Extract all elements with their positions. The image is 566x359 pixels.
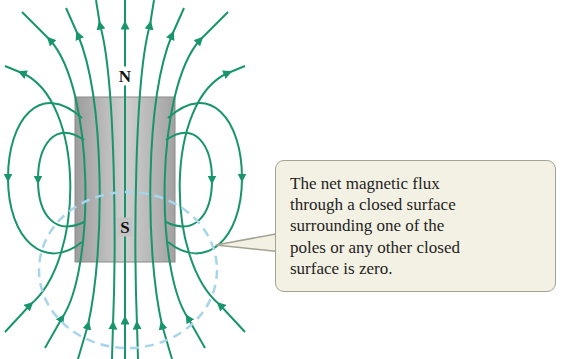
closed-surface: [39, 192, 217, 348]
field-loop: [8, 103, 82, 253]
pole-label: N: [116, 67, 134, 86]
pole-label: S: [117, 218, 132, 237]
field-loop: [38, 133, 84, 226]
field-line: [22, 12, 85, 348]
callout-text: The net magnetic flux through a closed s…: [290, 173, 472, 279]
callout-box: The net magnetic flux through a closed s…: [275, 160, 556, 292]
field-lines: [5, 0, 245, 359]
field-line: [124, 0, 126, 359]
